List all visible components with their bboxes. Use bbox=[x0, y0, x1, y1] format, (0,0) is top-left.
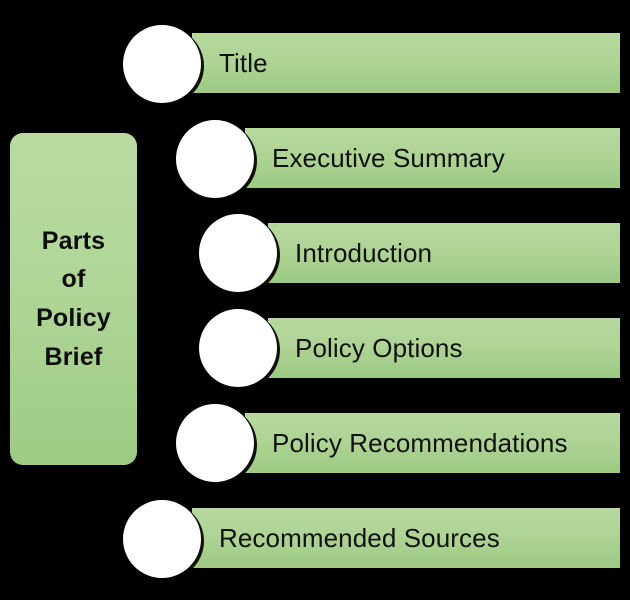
item-bar[interactable]: Policy Options bbox=[268, 318, 620, 378]
item-label: Policy Options bbox=[295, 332, 463, 363]
category-label-line-3: Policy bbox=[36, 304, 111, 332]
category-box-parts-of-policy-brief[interactable]: Parts of Policy Brief bbox=[10, 133, 137, 465]
bullet-circle-icon[interactable] bbox=[176, 120, 254, 198]
item-label: Title bbox=[219, 47, 268, 78]
item-bar[interactable]: Policy Recommendations bbox=[245, 413, 620, 473]
item-label: Policy Recommendations bbox=[272, 427, 568, 458]
bullet-circle-icon[interactable] bbox=[199, 309, 277, 387]
bullet-circle-icon[interactable] bbox=[123, 25, 201, 103]
item-bar[interactable]: Recommended Sources bbox=[192, 508, 620, 568]
bullet-circle-icon[interactable] bbox=[199, 214, 277, 292]
item-label: Executive Summary bbox=[272, 142, 505, 173]
bullet-circle-icon[interactable] bbox=[176, 404, 254, 482]
item-label: Recommended Sources bbox=[219, 522, 500, 553]
category-box-label: Parts of Policy Brief bbox=[36, 222, 111, 377]
item-label: Introduction bbox=[295, 237, 433, 268]
bullet-circle-icon[interactable] bbox=[123, 500, 201, 578]
item-bar[interactable]: Introduction bbox=[268, 223, 620, 283]
item-bar[interactable]: Executive Summary bbox=[245, 128, 620, 188]
category-label-line-2: of bbox=[61, 265, 86, 294]
item-bar[interactable]: Title bbox=[192, 33, 620, 93]
category-label-line-1: Parts bbox=[41, 226, 106, 255]
category-label-line-4: Brief bbox=[44, 342, 103, 371]
